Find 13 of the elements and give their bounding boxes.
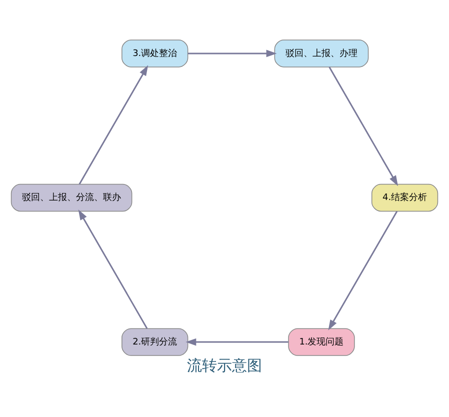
node-box: 驳回、上报、分流、联办 [10, 183, 132, 212]
arrow [78, 208, 148, 328]
node-box: 3.调处整治 [122, 39, 188, 67]
node-box: 4.结案分析 [371, 183, 438, 212]
arrow [78, 64, 148, 184]
node-box: 2.研判分流 [122, 328, 188, 356]
node-box: 1.发现问题 [288, 328, 355, 356]
arrow [186, 338, 288, 346]
arrow [328, 210, 398, 330]
arrow [328, 66, 398, 186]
arrow [188, 49, 277, 57]
diagram-title: 流转示意图 [187, 356, 262, 374]
node-box: 驳回、上报、办理 [274, 39, 369, 67]
